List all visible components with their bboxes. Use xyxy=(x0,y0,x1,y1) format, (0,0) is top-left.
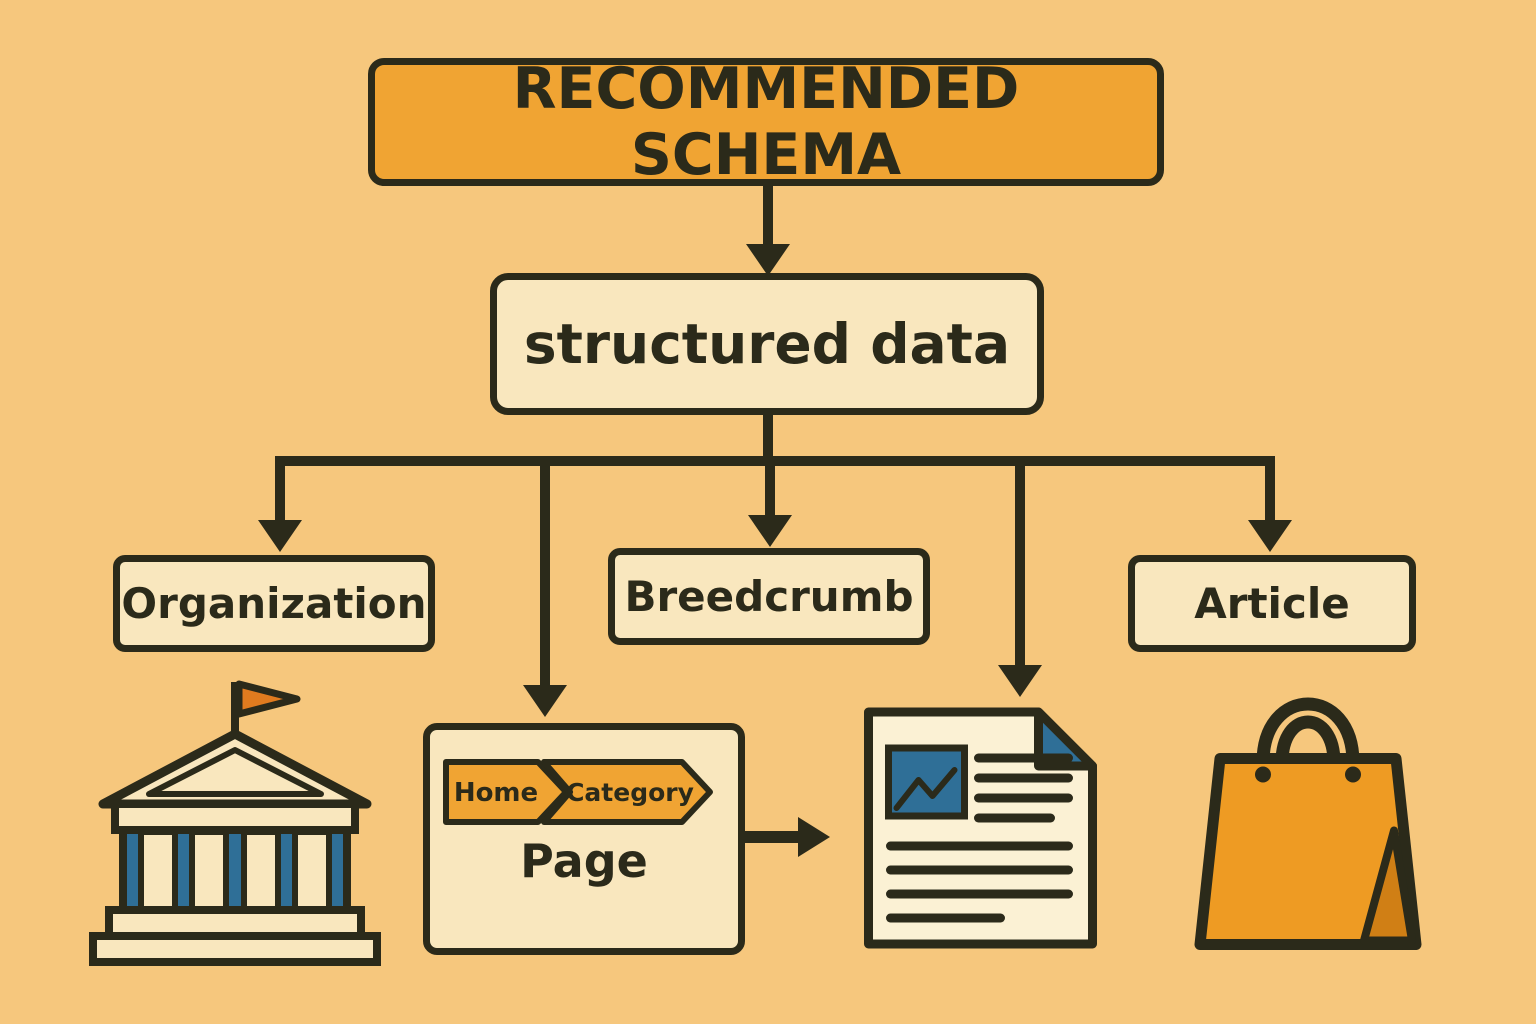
connector-title-root xyxy=(763,186,773,248)
root-node: structured data xyxy=(490,273,1044,415)
connector-breadcrumb xyxy=(765,456,775,517)
arrowhead-organization xyxy=(258,520,302,552)
page-label: Page xyxy=(520,834,648,888)
breadcrumb-page-icon: Home Category Page xyxy=(423,723,745,955)
connector-bus xyxy=(275,456,1275,466)
connector-root-stem xyxy=(763,415,773,460)
node-organization: Organization xyxy=(113,555,435,652)
connector-page-document xyxy=(745,831,801,843)
node-article-label: Article xyxy=(1194,579,1350,628)
root-label: structured data xyxy=(523,312,1011,376)
node-organization-label: Organization xyxy=(121,579,427,628)
diagram-title: RECOMMENDED SCHEMA xyxy=(512,56,1020,188)
arrowhead-page xyxy=(523,685,567,717)
node-breadcrumb: Breedcrumb xyxy=(608,548,930,645)
title-box: RECOMMENDED SCHEMA xyxy=(368,56,1164,188)
chip-category: Category xyxy=(566,778,694,807)
arrowhead-document xyxy=(998,665,1042,697)
node-article: Article xyxy=(1128,555,1416,652)
arrowhead-page-document xyxy=(798,817,830,857)
arrowhead-article xyxy=(1248,520,1292,552)
connector-article xyxy=(1265,456,1275,522)
connector-organization xyxy=(275,456,285,522)
arrowhead-breadcrumb xyxy=(748,515,792,547)
article-document-icon xyxy=(848,698,1113,958)
arrowhead-root xyxy=(746,244,790,276)
bank-building-icon xyxy=(85,672,385,972)
connector-page xyxy=(540,456,550,687)
connector-document xyxy=(1015,456,1025,667)
shopping-bag-icon xyxy=(1178,660,1438,965)
chip-home: Home xyxy=(454,778,538,808)
breadcrumb-chips: Home Category xyxy=(443,759,713,825)
node-breadcrumb-label: Breedcrumb xyxy=(624,572,914,621)
